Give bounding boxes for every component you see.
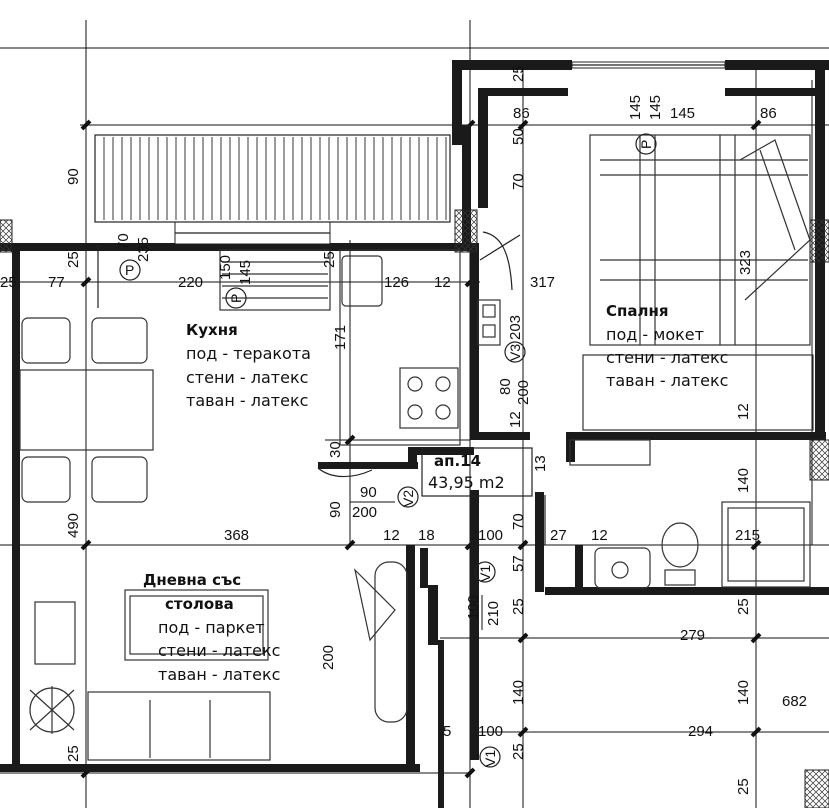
dim: 12 bbox=[383, 527, 400, 544]
living-walls: стени - латекс bbox=[158, 641, 280, 660]
apartment-number: ап.14 bbox=[434, 452, 481, 470]
dim: 50 bbox=[510, 128, 527, 145]
dim: 317 bbox=[530, 274, 555, 291]
bedroom-walls: стени - латекс bbox=[606, 348, 728, 367]
dim: 25 bbox=[735, 598, 752, 615]
living-floor: под - паркет bbox=[158, 618, 265, 637]
living-name-2: столова bbox=[165, 595, 234, 613]
living-name-1: Дневна със bbox=[143, 571, 241, 589]
living-ceiling: таван - латекс bbox=[158, 665, 280, 684]
columns bbox=[0, 209, 829, 808]
bathroom-fixtures bbox=[594, 501, 811, 589]
bedroom-ceiling: таван - латекс bbox=[606, 371, 728, 390]
dim: 150 bbox=[217, 255, 234, 280]
kitchen-counter bbox=[219, 249, 501, 446]
room-living: Дневна със столова под - паркет стени - … bbox=[143, 571, 280, 684]
dim: 90 bbox=[327, 501, 344, 518]
dim: 200 bbox=[320, 645, 337, 670]
dim: 57 bbox=[510, 555, 527, 572]
dim: 12 bbox=[735, 403, 752, 420]
dim: 100 bbox=[465, 595, 482, 620]
dimension-lines bbox=[0, 20, 829, 808]
dim: 70 bbox=[510, 513, 527, 530]
dim: 200 bbox=[515, 380, 532, 405]
dim: 145 bbox=[670, 105, 695, 122]
bedroom-name: Спалня bbox=[606, 302, 668, 320]
marker-v1-a: V1 bbox=[477, 565, 493, 582]
marker-labels: P P P V3 V2 V1 V1 bbox=[125, 140, 654, 767]
marker-p-3: P bbox=[638, 140, 654, 149]
dim: 25 bbox=[735, 778, 752, 795]
kitchen-floor: под - теракота bbox=[186, 344, 311, 363]
dim: 13 bbox=[532, 455, 549, 472]
dim: 18 bbox=[418, 527, 435, 544]
dim: 80 bbox=[497, 378, 514, 395]
dim: 25 bbox=[65, 251, 82, 268]
dim: 145 bbox=[627, 95, 644, 120]
dim: 70 bbox=[510, 173, 527, 190]
dim: 490 bbox=[65, 513, 82, 538]
dim: 140 bbox=[735, 468, 752, 493]
dim: 25 bbox=[510, 598, 527, 615]
dimension-labels: 86 145 86 25 77 220 126 12 317 90 200 36… bbox=[0, 65, 807, 795]
dim: 368 bbox=[224, 527, 249, 544]
marker-p-1: P bbox=[125, 262, 134, 278]
dim: 70 bbox=[115, 233, 132, 250]
dim: 220 bbox=[178, 274, 203, 291]
dim: 25 bbox=[0, 274, 17, 291]
room-bedroom: Спалня под - мокет стени - латекс таван … bbox=[606, 302, 728, 390]
dim: 279 bbox=[680, 627, 705, 644]
dim: 294 bbox=[688, 723, 713, 740]
dim: 90 bbox=[65, 168, 82, 185]
markers bbox=[119, 133, 657, 768]
dim: 12 bbox=[507, 411, 524, 428]
dim: 5 bbox=[443, 723, 451, 740]
dim: 27 bbox=[550, 527, 567, 544]
dim: 323 bbox=[737, 250, 754, 275]
kitchen-name: Кухня bbox=[186, 321, 238, 339]
dim: 210 bbox=[485, 601, 502, 626]
dim: 100 bbox=[478, 723, 503, 740]
kitchen-ceiling: таван - латекс bbox=[186, 391, 308, 410]
balcony bbox=[94, 134, 451, 223]
dim: 77 bbox=[48, 274, 65, 291]
bed bbox=[582, 134, 814, 431]
dim: 86 bbox=[760, 105, 777, 122]
bedroom-floor: под - мокет bbox=[606, 325, 704, 344]
marker-v2: V2 bbox=[400, 490, 416, 507]
dim: 12 bbox=[591, 527, 608, 544]
dim: 30 bbox=[327, 441, 344, 458]
dim: 12 bbox=[434, 274, 451, 291]
dim: 200 bbox=[352, 504, 377, 521]
room-kitchen: Кухня под - теракота стени - латекс тава… bbox=[186, 321, 311, 410]
dim: 140 bbox=[735, 680, 752, 705]
dim: 25 bbox=[510, 65, 527, 82]
dim: 682 bbox=[782, 693, 807, 710]
dim: 25 bbox=[510, 743, 527, 760]
dim: 90 bbox=[360, 484, 377, 501]
dining-table bbox=[19, 317, 154, 503]
apartment-area: 43,95 m2 bbox=[428, 473, 505, 492]
dim: 25 bbox=[321, 251, 338, 268]
apartment-label: ап.14 43,95 m2 bbox=[428, 452, 505, 492]
dim: 126 bbox=[384, 274, 409, 291]
marker-v1-b: V1 bbox=[482, 750, 498, 767]
kitchen-walls: стени - латекс bbox=[186, 368, 308, 387]
dim: 145 bbox=[647, 95, 664, 120]
walls bbox=[0, 60, 829, 808]
dim: 203 bbox=[507, 315, 524, 340]
doors bbox=[97, 231, 651, 545]
marker-p-2: P bbox=[228, 294, 244, 303]
dim: 171 bbox=[332, 325, 349, 350]
dim: 145 bbox=[237, 260, 254, 285]
dim: 25 bbox=[65, 745, 82, 762]
living-furniture bbox=[29, 561, 408, 761]
dim: 140 bbox=[510, 680, 527, 705]
dim: 235 bbox=[135, 237, 152, 262]
dim: 86 bbox=[513, 105, 530, 122]
marker-v3: V3 bbox=[507, 344, 523, 361]
dim: 100 bbox=[478, 527, 503, 544]
dim: 215 bbox=[735, 527, 760, 544]
